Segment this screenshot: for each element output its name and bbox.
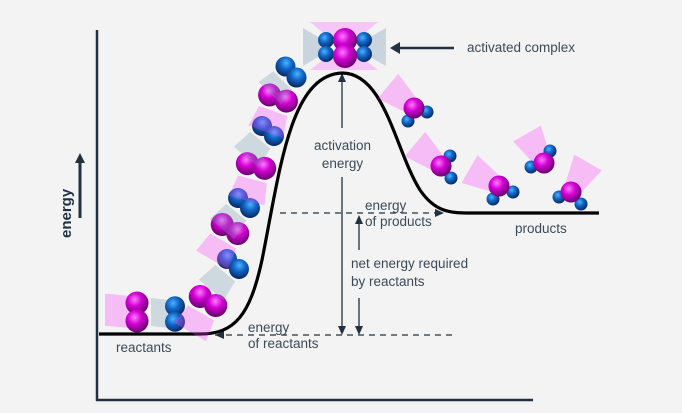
motion-trail [105,293,131,329]
molecule-blue [198,248,249,301]
product-molecule [377,73,434,128]
product-molecule [552,154,602,211]
atom [318,32,334,48]
atom [444,171,458,185]
activation-arrowhead-up-icon [338,73,346,82]
atom [165,296,185,317]
glow [303,28,330,66]
molecule-blue [209,187,260,240]
molecule-pink [196,213,250,270]
motion-trail [174,305,215,342]
motion-trail [209,203,247,240]
motion-trail [248,105,288,138]
atom [239,198,260,219]
net-arrowhead-down-icon [355,326,363,335]
atom [333,44,357,68]
products-label: products [515,221,567,236]
activated-complex-arrowhead-icon [390,42,400,54]
motion-trail [196,233,237,270]
activated-complex-molecule [303,22,386,70]
energy-of-reactants-label: energy of reactants [248,320,319,352]
motion-trail [198,264,236,301]
atom [228,259,249,280]
net-energy-line1: net energy required [351,256,469,271]
net-energy-label: net energy required by reactants [351,256,468,290]
atom [356,32,372,48]
activation-energy-line2: energy [321,156,364,171]
activation-energy-line1: activation [313,138,372,153]
energy-arrowhead-icon [75,153,85,163]
atom [356,46,372,62]
motion-trail [151,298,169,328]
motion-trail [233,131,271,168]
products-level-arrowhead-icon [435,209,444,217]
atom [430,155,452,177]
atom [286,67,307,88]
net-energy-line2: by reactants [351,274,425,289]
molecule-pink [105,291,149,333]
energy-of-products-line1: energy [365,198,407,213]
molecules-layer [105,22,602,342]
atom [506,185,520,199]
atom [125,309,149,333]
net-arrowhead-up-icon [355,215,363,224]
product-molecule [513,125,557,174]
atom [263,126,284,147]
atom [488,175,510,197]
molecule-blue [233,115,284,168]
atom [235,152,259,176]
activation-arrowhead-down-icon [338,326,346,335]
atom [204,293,228,317]
atom [574,197,588,211]
activated-complex-label: activated complex [467,40,576,55]
energy-curve [99,71,599,336]
energy-of-reactants-line2: of reactants [248,336,319,351]
molecule-blue [258,56,307,105]
atom [403,97,425,119]
molecule-pink [228,152,277,206]
atom [318,46,334,62]
product-molecule [461,155,520,206]
atom [125,291,149,315]
energy-of-reactants-line1: energy [248,320,290,335]
glow [358,28,386,66]
atom [533,152,555,174]
motion-trail [228,175,267,206]
activation-energy-label: activation energy [305,138,380,172]
motion-trail [258,71,292,105]
product-molecule [404,131,458,185]
atom [274,89,298,113]
energy-axis-label: energy [58,188,75,238]
molecule-pink [174,285,228,342]
atom [275,56,296,77]
energy-of-products-line2: of products [365,214,432,229]
atom [165,311,185,332]
molecule-blue [151,296,185,332]
atom [226,221,250,245]
reactants-level-arrowhead-icon [215,331,224,339]
reactants-label: reactants [116,340,172,355]
atom [253,156,277,180]
atom [560,181,582,203]
molecule-pink [248,83,298,138]
energy-of-products-label: energy of products [365,198,432,230]
